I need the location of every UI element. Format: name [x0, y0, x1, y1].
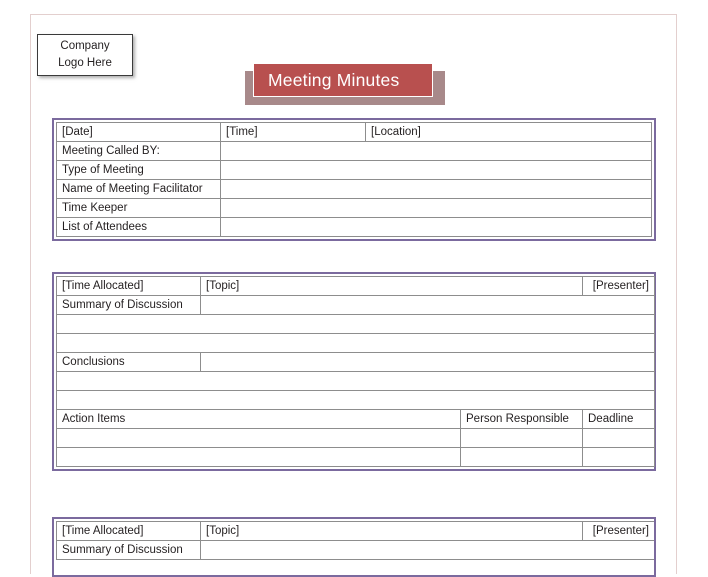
label-meeting-called-by: Meeting Called BY: [56, 141, 221, 161]
agenda-topic-section-2: [Time Allocated] [Topic] [Presenter] Sum… [52, 517, 656, 577]
label-person-responsible: Person Responsible [460, 409, 583, 429]
table-row [56, 314, 655, 334]
label-action-items: Action Items [56, 409, 461, 429]
document-page: Company Logo Here Meeting Minutes [Date]… [30, 14, 677, 577]
label-list-of-attendees: List of Attendees [56, 217, 221, 237]
value-deadline-2[interactable] [582, 447, 655, 467]
table-row: Summary of Discussion [56, 295, 655, 315]
logo-line-1: Company [60, 40, 110, 53]
field-topic[interactable]: [Topic] [200, 276, 583, 296]
label-meeting-facilitator: Name of Meeting Facilitator [56, 179, 221, 199]
value-action-item-2[interactable] [56, 447, 461, 467]
company-logo-placeholder[interactable]: Company Logo Here [37, 34, 133, 76]
logo-line-2: Logo Here [58, 57, 112, 69]
table-row [56, 428, 655, 448]
value-meeting-facilitator[interactable] [220, 179, 652, 199]
table-row [56, 371, 655, 391]
table-row: Name of Meeting Facilitator [56, 179, 652, 199]
agenda-topic-section-1: [Time Allocated] [Topic] [Presenter] Sum… [52, 272, 656, 471]
table-row: Type of Meeting [56, 160, 652, 180]
value-list-of-attendees[interactable] [220, 217, 652, 237]
title-banner: Meeting Minutes [245, 63, 453, 105]
table-row [56, 390, 655, 410]
meeting-details-section: [Date] [Time] [Location] Meeting Called … [52, 118, 656, 241]
table-row [56, 447, 655, 467]
value-summary-of-discussion[interactable] [200, 295, 655, 315]
table-row: Action Items Person Responsible Deadline [56, 409, 655, 429]
field-location[interactable]: [Location] [365, 122, 652, 142]
table-row: List of Attendees [56, 217, 652, 237]
meeting-details-table: [Date] [Time] [Location] Meeting Called … [56, 122, 652, 237]
label-type-of-meeting: Type of Meeting [56, 160, 221, 180]
page-title: Meeting Minutes [268, 69, 400, 90]
value-deadline-1[interactable] [582, 428, 655, 448]
summary-blank-row-1[interactable] [56, 314, 655, 334]
label-conclusions: Conclusions [56, 352, 201, 372]
table-row [56, 333, 655, 353]
table-row: Meeting Called BY: [56, 141, 652, 161]
value-action-item-1[interactable] [56, 428, 461, 448]
table-row: Conclusions [56, 352, 655, 372]
label-summary-of-discussion-2: Summary of Discussion [56, 540, 201, 560]
field-topic-2[interactable]: [Topic] [200, 521, 583, 541]
value-person-1[interactable] [460, 428, 583, 448]
conclusions-blank-row-2[interactable] [56, 390, 655, 410]
field-time-allocated[interactable]: [Time Allocated] [56, 276, 201, 296]
value-person-2[interactable] [460, 447, 583, 467]
field-time[interactable]: [Time] [220, 122, 366, 142]
value-meeting-called-by[interactable] [220, 141, 652, 161]
value-summary-of-discussion-2[interactable] [200, 540, 654, 560]
conclusions-blank-row-1[interactable] [56, 371, 655, 391]
table-row: Summary of Discussion [56, 540, 654, 560]
label-time-keeper: Time Keeper [56, 198, 221, 218]
summary-blank-row-2[interactable] [56, 333, 655, 353]
field-date[interactable]: [Date] [56, 122, 221, 142]
title-banner-box: Meeting Minutes [253, 63, 433, 97]
field-presenter-2[interactable]: [Presenter] [582, 521, 654, 541]
table-row: [Time Allocated] [Topic] [Presenter] [56, 521, 654, 541]
value-type-of-meeting[interactable] [220, 160, 652, 180]
table-row: [Date] [Time] [Location] [56, 122, 652, 142]
field-presenter[interactable]: [Presenter] [582, 276, 655, 296]
agenda-topic-table-1: [Time Allocated] [Topic] [Presenter] Sum… [56, 276, 655, 467]
label-deadline: Deadline [582, 409, 655, 429]
value-conclusions[interactable] [200, 352, 655, 372]
value-time-keeper[interactable] [220, 198, 652, 218]
table-row: [Time Allocated] [Topic] [Presenter] [56, 276, 655, 296]
label-summary-of-discussion: Summary of Discussion [56, 295, 201, 315]
table-row: Time Keeper [56, 198, 652, 218]
agenda-topic-table-2: [Time Allocated] [Topic] [Presenter] Sum… [56, 521, 654, 560]
field-time-allocated-2[interactable]: [Time Allocated] [56, 521, 201, 541]
